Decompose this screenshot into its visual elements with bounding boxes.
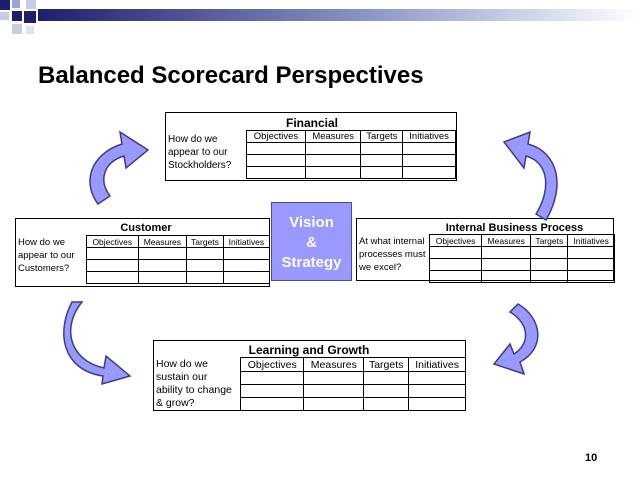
learning-growth-question: How do we sustain our ability to change … bbox=[156, 358, 232, 409]
customer-question: How do we appear to our Customers? bbox=[18, 237, 75, 274]
customer-table: Objectives Measures Targets Initiatives bbox=[86, 235, 271, 284]
table-row bbox=[246, 154, 456, 167]
table-row bbox=[86, 259, 271, 272]
internal-process-heading: Internal Business Process bbox=[445, 222, 584, 234]
table-row bbox=[428, 270, 615, 283]
column-targets: Targets bbox=[360, 130, 404, 143]
table-row bbox=[246, 166, 456, 179]
financial-table: Objectives Measures Targets Initiatives bbox=[246, 130, 456, 179]
curved-arrow-icon bbox=[63, 301, 132, 386]
table-row bbox=[86, 271, 271, 284]
column-targets: Targets bbox=[363, 357, 410, 372]
column-objectives: Objectives bbox=[246, 130, 306, 143]
vision-label: Vision bbox=[289, 214, 334, 231]
customer-heading: Customer bbox=[120, 222, 172, 234]
table-row bbox=[428, 246, 615, 259]
financial-card: Financial How do we appear to our Stockh… bbox=[165, 112, 457, 181]
column-measures: Measures bbox=[303, 357, 365, 372]
header-decoration bbox=[0, 0, 638, 34]
table-row bbox=[239, 384, 466, 398]
table-row bbox=[239, 371, 466, 385]
column-measures: Measures bbox=[304, 130, 362, 143]
table-row bbox=[246, 142, 456, 155]
table-row bbox=[239, 397, 466, 411]
customer-card: Customer How do we appear to our Custome… bbox=[15, 218, 271, 287]
column-initiatives: Initiatives bbox=[567, 234, 615, 247]
strategy-label: Strategy bbox=[281, 254, 342, 271]
column-objectives: Objectives bbox=[428, 234, 483, 247]
page-number: 10 bbox=[585, 452, 598, 464]
internal-process-table: Objectives Measures Targets Initiatives bbox=[428, 234, 615, 283]
column-initiatives: Initiatives bbox=[408, 357, 466, 372]
table-row bbox=[86, 247, 271, 260]
financial-question: How do we appear to our Stockholders? bbox=[168, 134, 232, 171]
vision-strategy-box: Vision & Strategy bbox=[271, 202, 352, 281]
table-row bbox=[428, 258, 615, 271]
internal-process-card: Internal Business Process At what intern… bbox=[356, 218, 615, 283]
learning-growth-table: Objectives Measures Targets Initiatives bbox=[239, 357, 466, 411]
learning-growth-heading: Learning and Growth bbox=[248, 343, 370, 357]
column-initiatives: Initiatives bbox=[222, 235, 271, 248]
column-initiatives: Initiatives bbox=[402, 130, 456, 143]
column-targets: Targets bbox=[186, 235, 224, 248]
vision-ampersand: & bbox=[306, 234, 317, 251]
column-objectives: Objectives bbox=[86, 235, 139, 248]
column-objectives: Objectives bbox=[239, 357, 305, 372]
curved-arrow-icon bbox=[502, 130, 558, 222]
slide-title: Balanced Scorecard Perspectives bbox=[38, 62, 424, 89]
column-measures: Measures bbox=[481, 234, 532, 247]
column-targets: Targets bbox=[530, 234, 569, 247]
curved-arrow-icon bbox=[89, 130, 150, 206]
financial-heading: Financial bbox=[285, 116, 338, 130]
column-measures: Measures bbox=[137, 235, 188, 248]
curved-arrow-icon bbox=[492, 303, 539, 376]
internal-process-question: At what internal processes must we excel… bbox=[359, 236, 426, 273]
learning-growth-card: Learning and Growth How do we sustain ou… bbox=[153, 340, 466, 411]
